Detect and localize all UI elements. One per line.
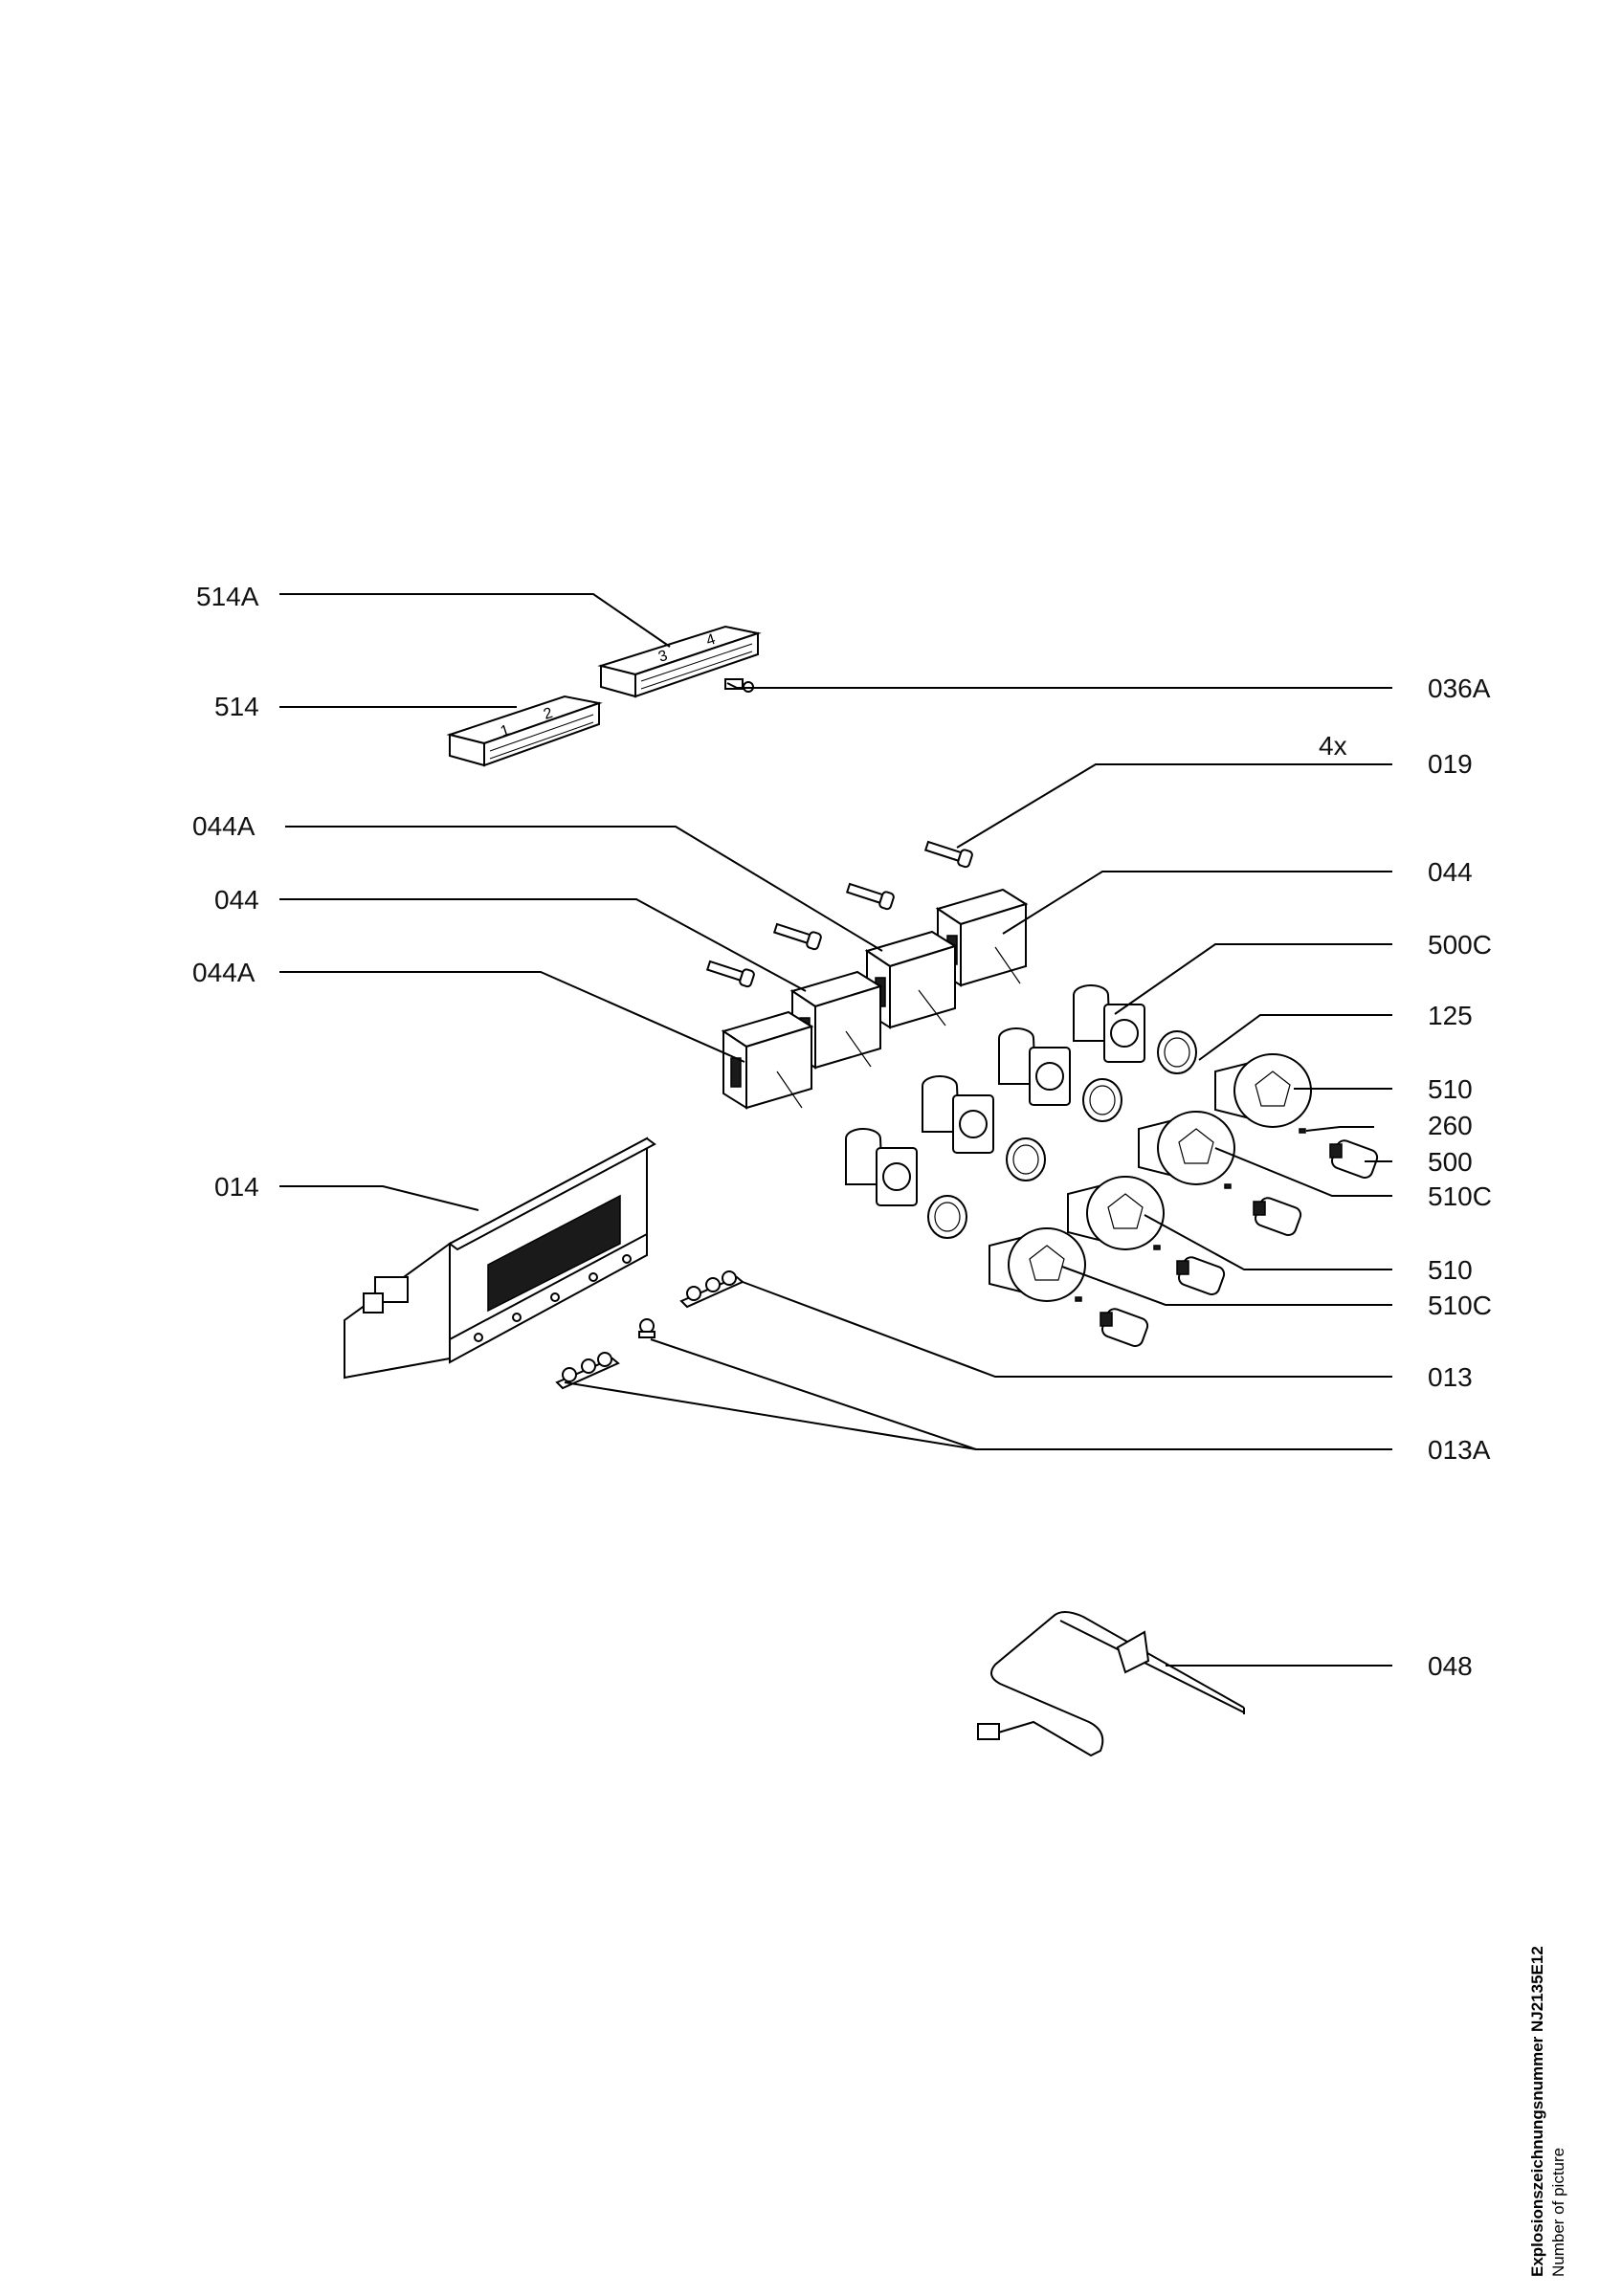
- label-044-right: 044: [1428, 857, 1473, 887]
- label-044A-upper: 044A: [192, 811, 256, 841]
- label-013: 013: [1428, 1362, 1473, 1392]
- panel-buttons: [474, 1254, 632, 1342]
- leader-lines: [279, 593, 1392, 1667]
- callout-labels: 514A 514 036A 4x 019 044A 044 044A 044 5…: [192, 582, 1492, 1681]
- part-044A-switch-lower: [721, 1010, 814, 1110]
- label-036A: 036A: [1428, 673, 1491, 703]
- label-260: 260: [1428, 1111, 1473, 1140]
- label-013A: 013A: [1428, 1435, 1491, 1465]
- label-500: 500: [1428, 1147, 1473, 1177]
- label-514A-left: 514A: [196, 582, 259, 611]
- label-044A-lower: 044A: [192, 958, 256, 987]
- label-510C-lower: 510C: [1428, 1291, 1492, 1320]
- label-019: 019: [1428, 749, 1473, 779]
- label-510-upper: 510: [1428, 1074, 1473, 1104]
- label-500C: 500C: [1428, 930, 1492, 960]
- part-048-sensor: [977, 1611, 1245, 1757]
- part-013-component-strip: [679, 1270, 744, 1309]
- label-510-lower: 510: [1428, 1255, 1473, 1285]
- part-125-rings: [927, 1030, 1197, 1239]
- label-048: 048: [1428, 1651, 1473, 1681]
- label-125: 125: [1428, 1001, 1473, 1030]
- part-500-knobs: [1100, 1139, 1379, 1347]
- label-510C-upper: 510C: [1428, 1181, 1492, 1211]
- label-4x: 4x: [1319, 731, 1347, 761]
- label-014: 014: [214, 1172, 259, 1202]
- part-514-connector-strip: 1 2: [446, 695, 603, 767]
- part-260-pins: [1075, 1128, 1306, 1302]
- label-514-left: 514: [214, 692, 259, 721]
- drawing-number-block: Explosionszeichnungsnummer NJ2135E12 Num…: [1528, 1946, 1567, 2277]
- part-510-flanges: [989, 1053, 1312, 1302]
- part-013A-component-strips: [555, 1318, 655, 1390]
- part-019-screws: [705, 840, 973, 988]
- drawing-number: Explosionszeichnungsnummer NJ2135E12: [1528, 1946, 1546, 2277]
- part-014-control-panel: [344, 1137, 656, 1380]
- part-514A-connector-strip: 3 4: [597, 625, 762, 698]
- label-044-left: 044: [214, 885, 259, 915]
- part-036A-plug: [724, 678, 754, 693]
- number-of-picture-caption: Number of picture: [1549, 2148, 1567, 2277]
- part-500C-sleeves: [845, 984, 1145, 1206]
